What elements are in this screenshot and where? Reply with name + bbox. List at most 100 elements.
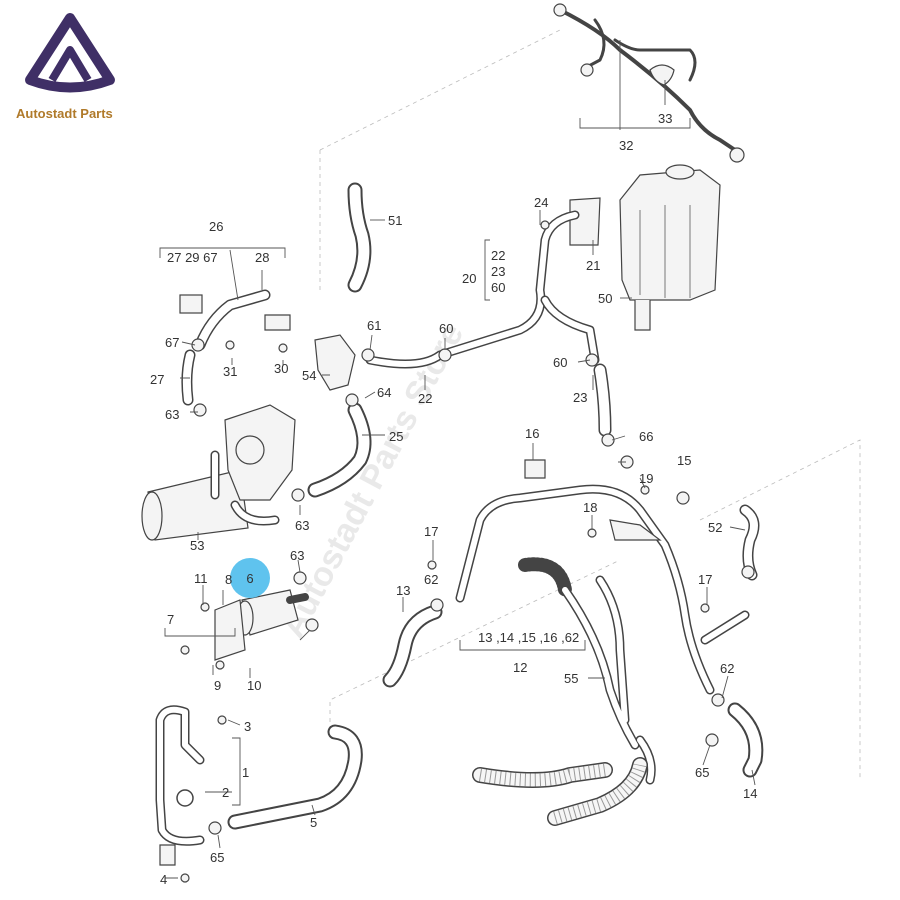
flange-54 bbox=[314, 334, 356, 391]
callout: 18 bbox=[583, 500, 597, 515]
callout: 22 bbox=[491, 248, 505, 263]
connector-icon bbox=[179, 294, 203, 314]
bolt-icon bbox=[180, 873, 190, 883]
callout: 2 bbox=[222, 785, 229, 800]
callout: 10 bbox=[247, 678, 261, 693]
clamp-icon bbox=[191, 338, 205, 352]
callout: 60 bbox=[553, 355, 567, 370]
bolt-icon bbox=[180, 645, 190, 655]
callout: 23 bbox=[573, 390, 587, 405]
callout: 4 bbox=[160, 872, 167, 887]
bolt-icon bbox=[427, 560, 437, 570]
callout: 32 bbox=[619, 138, 633, 153]
callout: 19 bbox=[639, 471, 653, 486]
callout: 66 bbox=[639, 429, 653, 444]
fittings bbox=[180, 220, 755, 883]
callout: 5 bbox=[310, 815, 317, 830]
hose-52 bbox=[739, 504, 760, 581]
callout: 60 bbox=[491, 280, 505, 295]
callout: 55 bbox=[564, 671, 578, 686]
callout: 9 bbox=[214, 678, 221, 693]
callout: 27 29 67 bbox=[167, 250, 218, 265]
callout: 50 bbox=[598, 291, 612, 306]
callout: 17 bbox=[698, 572, 712, 587]
callout: 65 bbox=[695, 765, 709, 780]
clamp-icon bbox=[293, 571, 307, 585]
expansion-tank bbox=[619, 164, 721, 331]
clamp-icon bbox=[601, 433, 615, 447]
callout: 61 bbox=[367, 318, 381, 333]
clamp-icon bbox=[438, 348, 452, 362]
dashed-frame bbox=[319, 29, 861, 780]
group-brackets bbox=[159, 118, 691, 806]
bracket-8 bbox=[214, 599, 246, 661]
highlight-marker bbox=[230, 558, 270, 598]
clamp-icon bbox=[705, 733, 719, 747]
hose-13 bbox=[382, 604, 443, 688]
connector-icon bbox=[729, 147, 745, 163]
callout: 65 bbox=[210, 850, 224, 865]
callout: 31 bbox=[223, 364, 237, 379]
callout: 13 bbox=[396, 583, 410, 598]
callout: 26 bbox=[209, 219, 223, 234]
callout: 28 bbox=[255, 250, 269, 265]
wiring-harness bbox=[553, 3, 745, 163]
callout: 12 bbox=[513, 660, 527, 675]
hose-22 bbox=[365, 210, 600, 369]
clamp-icon bbox=[585, 353, 599, 367]
clamp-icon bbox=[291, 488, 305, 502]
clip-icon bbox=[524, 459, 546, 479]
callout: 17 bbox=[424, 524, 438, 539]
bolt-icon bbox=[217, 715, 227, 725]
callout: 24 bbox=[534, 195, 548, 210]
callout: 63 bbox=[165, 407, 179, 422]
callout: 22 bbox=[418, 391, 432, 406]
callout: 20 bbox=[462, 271, 476, 286]
bolt-icon bbox=[540, 220, 550, 230]
hose-23 bbox=[593, 363, 612, 437]
callout: 14 bbox=[743, 786, 757, 801]
connector-icon bbox=[580, 63, 594, 77]
bolt-icon bbox=[215, 660, 225, 670]
callout: 62 bbox=[720, 661, 734, 676]
clamp-icon bbox=[305, 618, 319, 632]
bolt-icon bbox=[200, 602, 210, 612]
bolt-icon bbox=[278, 343, 288, 353]
clamp-icon bbox=[430, 598, 444, 612]
brand-name: Autostadt Parts bbox=[16, 106, 113, 121]
callout: 13 ,14 ,15 ,16 ,62 bbox=[478, 630, 579, 645]
callout: 7 bbox=[167, 612, 174, 627]
callout: 21 bbox=[586, 258, 600, 273]
clamp-icon bbox=[361, 348, 375, 362]
callout: 54 bbox=[302, 368, 316, 383]
clamp-icon bbox=[741, 565, 755, 579]
bolt-icon bbox=[700, 603, 710, 613]
clamp-icon bbox=[676, 491, 690, 505]
callout: 3 bbox=[244, 719, 251, 734]
callout-labels: 33 32 51 24 21 50 22 23 60 20 61 60 22 6… bbox=[150, 111, 757, 887]
hose-51 bbox=[347, 182, 372, 293]
hose-27 bbox=[179, 289, 291, 406]
clamp-icon bbox=[345, 393, 359, 407]
hose-25 bbox=[307, 402, 372, 498]
clip-icon bbox=[649, 64, 675, 86]
callout: 11 bbox=[194, 571, 208, 586]
bolt-icon bbox=[640, 485, 650, 495]
hose-1 bbox=[155, 705, 205, 866]
callout: 1 bbox=[242, 765, 249, 780]
callout: 64 bbox=[377, 385, 391, 400]
callout: 33 bbox=[658, 111, 672, 126]
connector-icon bbox=[553, 3, 567, 17]
logo-a-icon bbox=[25, 13, 115, 93]
callout: 67 bbox=[165, 335, 179, 350]
callout: 60 bbox=[439, 321, 453, 336]
callout: 8 bbox=[225, 572, 232, 587]
callout: 62 bbox=[424, 572, 438, 587]
leader-lines bbox=[165, 40, 756, 879]
water-pump bbox=[180, 589, 309, 670]
brand-logo: Autostadt Parts bbox=[16, 13, 115, 121]
callout: 25 bbox=[389, 429, 403, 444]
callout: 63 bbox=[295, 518, 309, 533]
